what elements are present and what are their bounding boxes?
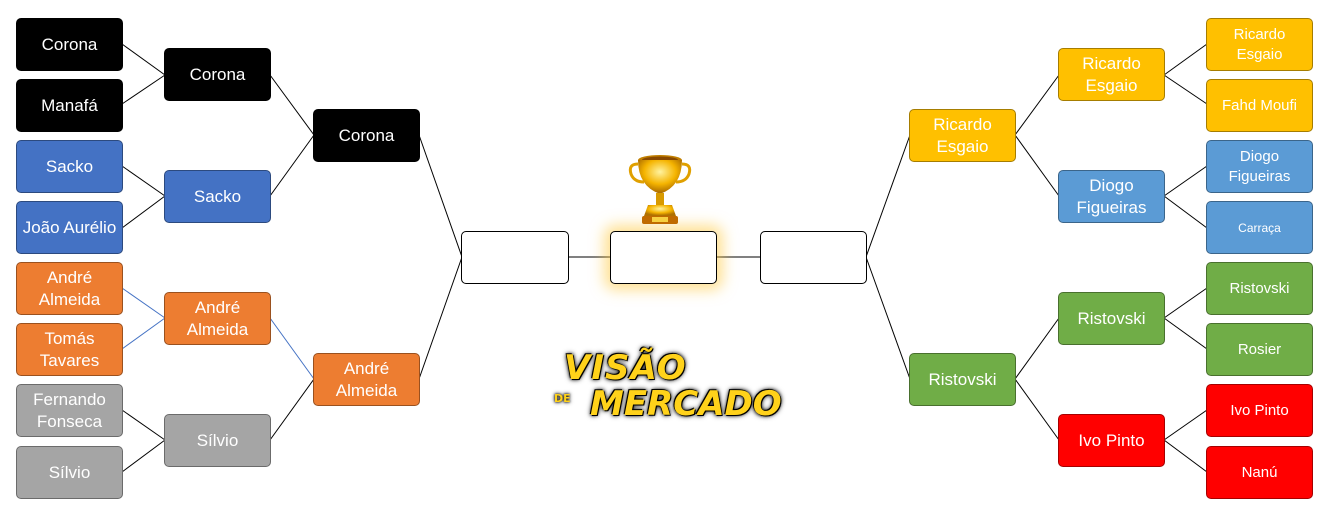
right-r3-slot-1: Ricardo Esgaio xyxy=(909,109,1016,162)
right-semifinal-slot xyxy=(760,231,867,284)
right-r1-slot-3: Diogo Figueiras xyxy=(1206,140,1313,193)
trophy-icon xyxy=(628,155,692,224)
logo-line-2: MERCADO xyxy=(590,384,782,424)
right-r1-slot-1: Ricardo Esgaio xyxy=(1206,18,1313,71)
final-winner-slot xyxy=(610,231,717,284)
right-r1-slot-5: Ristovski xyxy=(1206,262,1313,315)
left-r2-slot-2: Sacko xyxy=(164,170,271,223)
logo-line-1: VISÃO xyxy=(564,348,687,388)
right-r2-slot-1: Ricardo Esgaio xyxy=(1058,48,1165,101)
left-r1-slot-2: Manafá xyxy=(16,79,123,132)
left-r2-slot-4: Sílvio xyxy=(164,414,271,467)
right-r2-slot-4: Ivo Pinto xyxy=(1058,414,1165,467)
left-r2-slot-3: André Almeida xyxy=(164,292,271,345)
right-r3-slot-2: Ristovski xyxy=(909,353,1016,406)
right-r2-slot-3: Ristovski xyxy=(1058,292,1165,345)
logo-de: DE xyxy=(554,392,571,405)
left-r3-slot-1: Corona xyxy=(313,109,420,162)
left-r1-slot-3: Sacko xyxy=(16,140,123,193)
right-r2-slot-2: Diogo Figueiras xyxy=(1058,170,1165,223)
left-r1-slot-4: João Aurélio xyxy=(16,201,123,254)
left-r3-slot-2: André Almeida xyxy=(313,353,420,406)
visao-de-mercado-logo: VISÃO DE MERCADO xyxy=(552,348,782,428)
right-r1-slot-4: Carraça xyxy=(1206,201,1313,254)
left-semifinal-slot xyxy=(461,231,569,284)
left-r1-slot-6: Tomás Tavares xyxy=(16,323,123,376)
left-r1-slot-5: André Almeida xyxy=(16,262,123,315)
left-r1-slot-7: Fernando Fonseca xyxy=(16,384,123,437)
right-r1-slot-8: Nanú xyxy=(1206,446,1313,499)
right-r1-slot-7: Ivo Pinto xyxy=(1206,384,1313,437)
left-r1-slot-1: Corona xyxy=(16,18,123,71)
left-r1-slot-8: Sílvio xyxy=(16,446,123,499)
right-r1-slot-6: Rosier xyxy=(1206,323,1313,376)
left-r2-slot-1: Corona xyxy=(164,48,271,101)
right-r1-slot-2: Fahd Moufi xyxy=(1206,79,1313,132)
